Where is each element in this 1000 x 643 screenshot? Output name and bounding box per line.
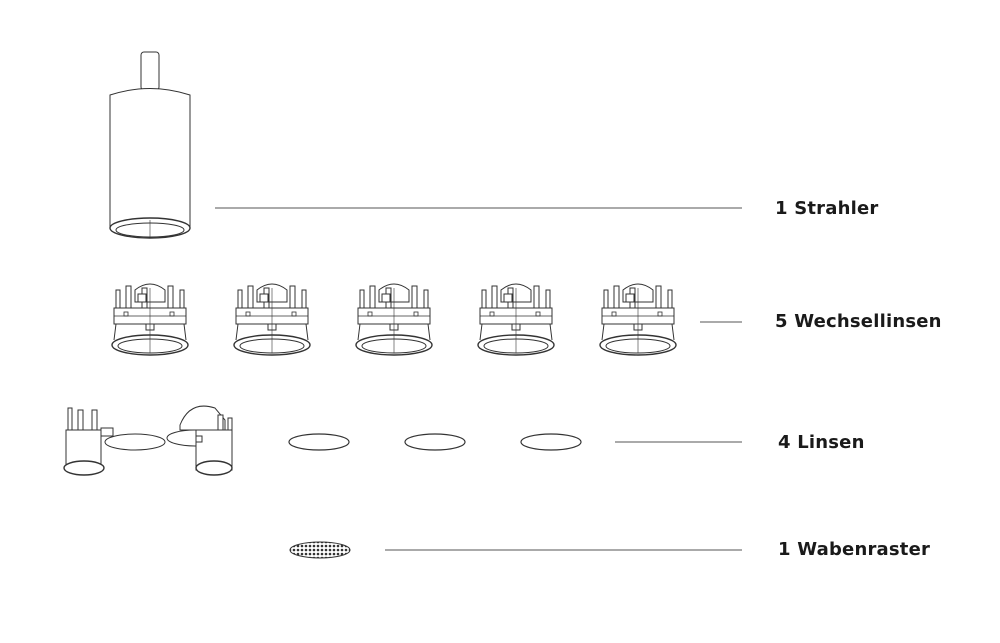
lens-holders xyxy=(111,283,677,356)
label-spotlight: 1 Strahler xyxy=(775,198,879,219)
label-honeycomb: 1 Wabenraster xyxy=(778,539,931,560)
lens-holder-drawing xyxy=(355,283,433,356)
lens-drawing xyxy=(520,433,582,451)
label-lenses: 4 Linsen xyxy=(778,432,865,453)
lens-holder-drawing xyxy=(477,283,555,356)
lens-drawing xyxy=(288,433,350,451)
lens-holder-drawing xyxy=(233,283,311,356)
loose-lenses xyxy=(288,433,582,451)
lens-holder-drawing xyxy=(111,283,189,356)
disassembled-holder-drawing xyxy=(63,405,233,476)
honeycomb-grid-drawing xyxy=(289,541,351,559)
lens-holder-drawing xyxy=(599,283,677,356)
spotlight-drawing xyxy=(109,51,191,239)
label-interchangeable-lenses: 5 Wechsellinsen xyxy=(775,311,942,332)
lens-drawing xyxy=(404,433,466,451)
